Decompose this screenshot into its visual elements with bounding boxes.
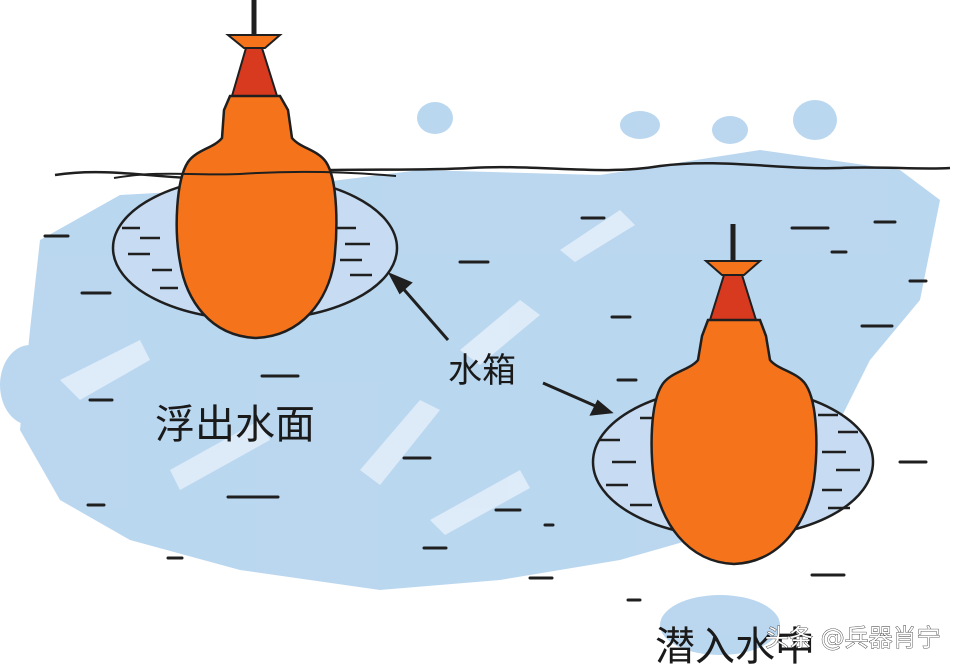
float-up-label: 浮出水面 bbox=[155, 402, 315, 448]
watermark: 头条 @兵器肖宁 bbox=[765, 624, 941, 652]
arrow-to-right-tank bbox=[542, 381, 601, 410]
submerge-label: 潜入水中 bbox=[655, 624, 815, 670]
water-tank-label: 水箱 bbox=[448, 351, 516, 391]
submerged-buoy bbox=[591, 224, 875, 566]
tank-water-dashes-left bbox=[122, 226, 372, 290]
antenna-cap-left bbox=[225, 34, 283, 49]
arrowhead-left-tank bbox=[387, 271, 413, 295]
surfaced-buoy bbox=[111, 0, 399, 340]
arrow-to-left-tank bbox=[398, 284, 450, 341]
hull-left bbox=[175, 94, 338, 340]
tank-water-dashes-right bbox=[600, 413, 860, 510]
hull-waterline-left bbox=[113, 170, 397, 179]
arrowhead-right-tank bbox=[589, 399, 614, 416]
water-highlights bbox=[60, 210, 635, 535]
water-dashes bbox=[43, 216, 928, 602]
antenna-cap-right bbox=[703, 260, 763, 276]
hull-right bbox=[650, 318, 818, 566]
cone-left bbox=[230, 47, 279, 97]
tank-arrows bbox=[387, 271, 614, 416]
